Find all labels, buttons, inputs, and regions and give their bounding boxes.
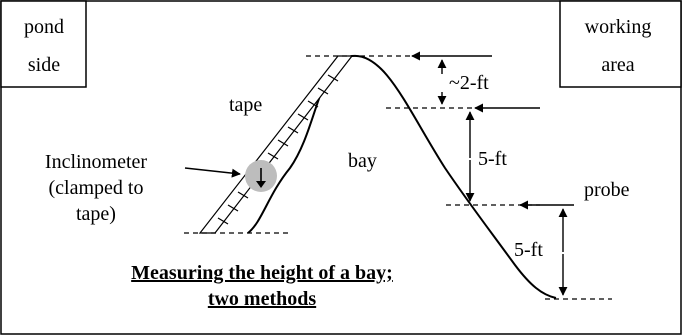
dim-mid-label: 5-ft: [478, 148, 507, 170]
tape-label: tape: [229, 94, 262, 116]
bay-label: bay: [348, 150, 377, 172]
tape: [198, 55, 354, 234]
pond-side-label-2: side: [28, 54, 60, 76]
caption-line-2: two methods: [208, 288, 317, 310]
working-area-box: [559, 0, 682, 88]
pond-side-box: [0, 0, 87, 88]
inclinometer-label-2: (clamped to: [49, 177, 144, 199]
reference-lines: [184, 55, 612, 300]
working-area-label-2: area: [601, 54, 634, 76]
inclinometer-icon: [245, 160, 277, 192]
probe-label: probe: [584, 179, 630, 201]
bay-profile-curve: [247, 54, 557, 299]
pond-side-label-1: pond: [24, 16, 64, 38]
working-area-label-1: working: [585, 16, 652, 38]
caption-line-1: Measuring the height of a bay;: [131, 262, 393, 284]
inclinometer-arrow: [184, 167, 241, 178]
dim-top-label: ~2-ft: [449, 72, 489, 94]
inclinometer-label-3: tape): [76, 203, 116, 225]
inclinometer-label-1: Inclinometer: [45, 151, 148, 173]
dim-low-label: 5-ft: [514, 239, 543, 261]
